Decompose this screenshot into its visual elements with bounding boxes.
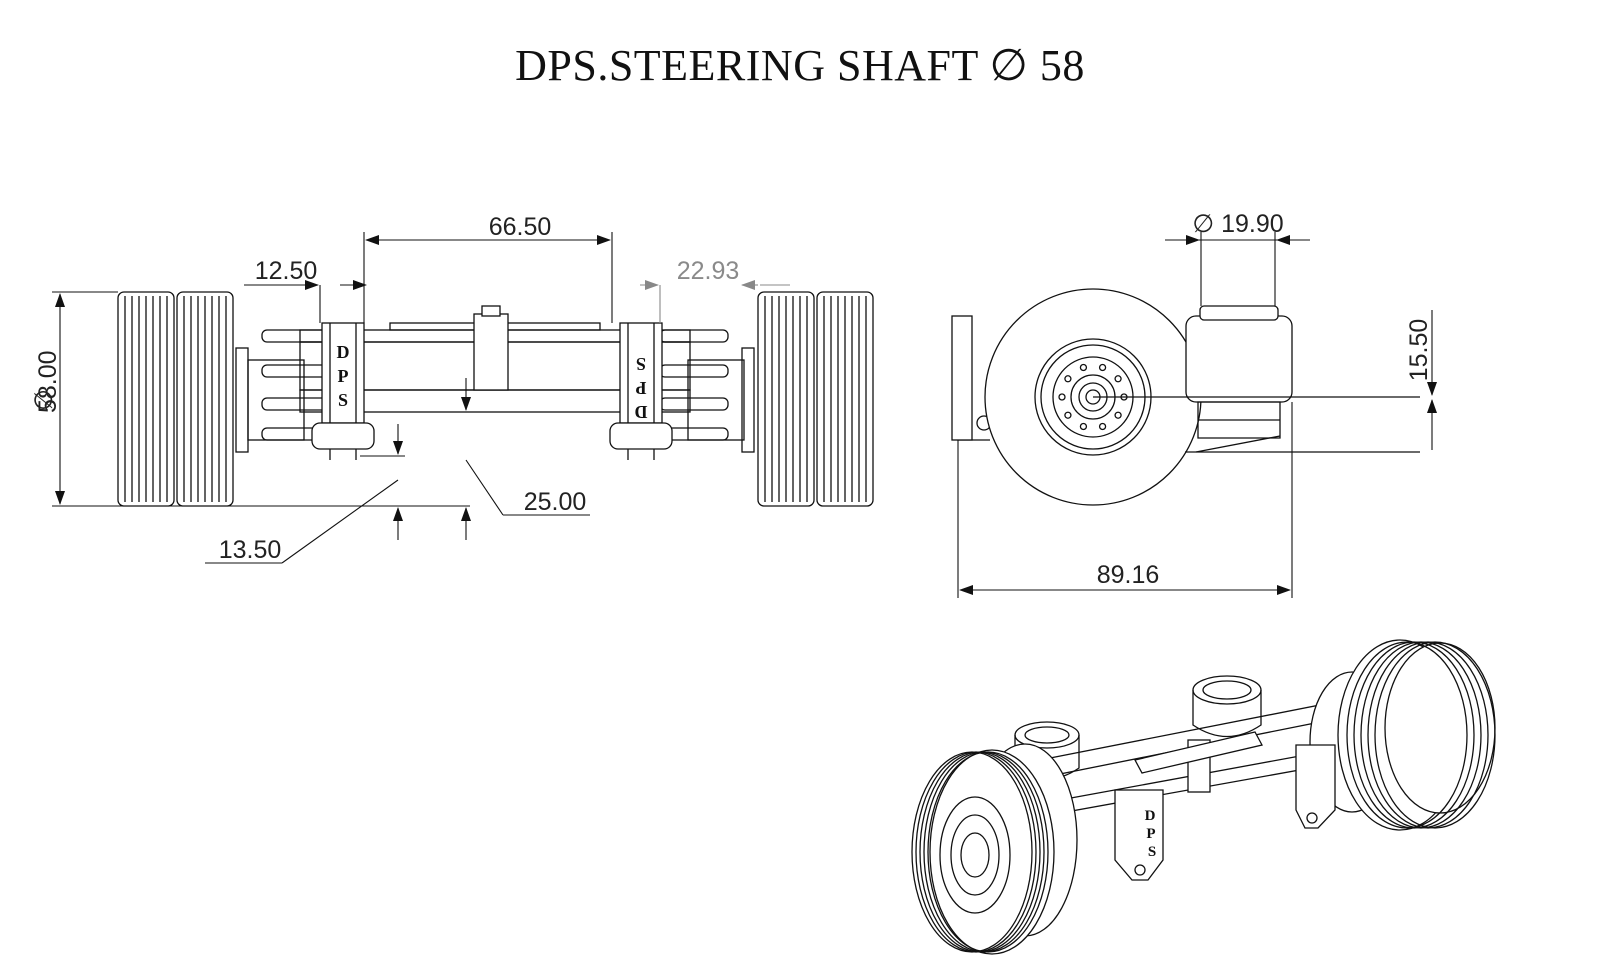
- iso-right-tires: [1309, 639, 1496, 831]
- dim-height-offset: 15.50: [1405, 319, 1433, 382]
- front-view: [117, 291, 874, 507]
- iso-rear-bracket: [1295, 744, 1336, 829]
- right-tire-outer: [816, 291, 874, 507]
- bracket-letter-p: P: [338, 366, 349, 386]
- side-view: [951, 288, 1420, 506]
- dim-center-span: 66.50: [489, 213, 552, 241]
- lug-hole: [1064, 411, 1072, 419]
- right-dps-bracket: [609, 322, 673, 460]
- airbag-body: [1185, 315, 1293, 403]
- center-post: [473, 313, 509, 391]
- lug-hole: [1098, 422, 1107, 431]
- left-dps-bracket: [311, 322, 375, 460]
- left-hub-plate: [235, 347, 249, 453]
- dim-offset-left: 12.50: [255, 257, 318, 285]
- right-hub-plate: [741, 347, 755, 453]
- drawing-title: DPS.STEERING SHAFT ∅ 58: [515, 41, 1085, 90]
- bracket-letter-d-mirrored: D: [635, 402, 648, 422]
- iso-left-rim: [939, 796, 1011, 914]
- right-knuckle: [659, 329, 729, 441]
- left-tire-outer: [117, 291, 175, 507]
- lug-hole: [1064, 375, 1072, 383]
- iso-front-bracket: [1114, 789, 1164, 881]
- center-bolt: [481, 305, 501, 317]
- dim-wheel-diameter-symbol: ∅: [30, 389, 58, 411]
- lug-hole: [1114, 375, 1122, 383]
- left-tire-inner: [176, 291, 234, 507]
- iso-letter-p: P: [1146, 826, 1155, 842]
- dim-offset-right: 22.93: [677, 257, 740, 285]
- iso-tread-ring: [1374, 641, 1496, 829]
- lug-hole: [1114, 411, 1122, 419]
- iso-left-tires: [911, 743, 1078, 955]
- iso-tread-ring: [911, 751, 1033, 953]
- dim-wheel-diameter: 58.00: [34, 350, 62, 413]
- bracket-letter-p-mirrored: P: [636, 378, 647, 398]
- bracket-letter-s: S: [338, 390, 348, 410]
- dim-overall-length: 89.16: [1097, 561, 1160, 589]
- lug-hole: [1098, 363, 1107, 372]
- dim-drop-bracket: 13.50: [219, 536, 282, 564]
- bracket-letter-s-mirrored: S: [636, 354, 646, 374]
- isometric-view: [911, 639, 1496, 955]
- iso-airbag-right: [1192, 675, 1262, 738]
- iso-letter-s: S: [1148, 844, 1156, 860]
- lug-hole: [1079, 422, 1088, 431]
- lug-hole: [1058, 393, 1066, 401]
- dim-drop-axle: 25.00: [524, 488, 587, 516]
- lug-hole: [1079, 363, 1088, 372]
- dim-airbag-diameter: ∅ 19.90: [1192, 210, 1283, 238]
- bracket-letter-d: D: [337, 342, 350, 362]
- right-tire-inner: [757, 291, 815, 507]
- iso-letter-d: D: [1145, 808, 1156, 824]
